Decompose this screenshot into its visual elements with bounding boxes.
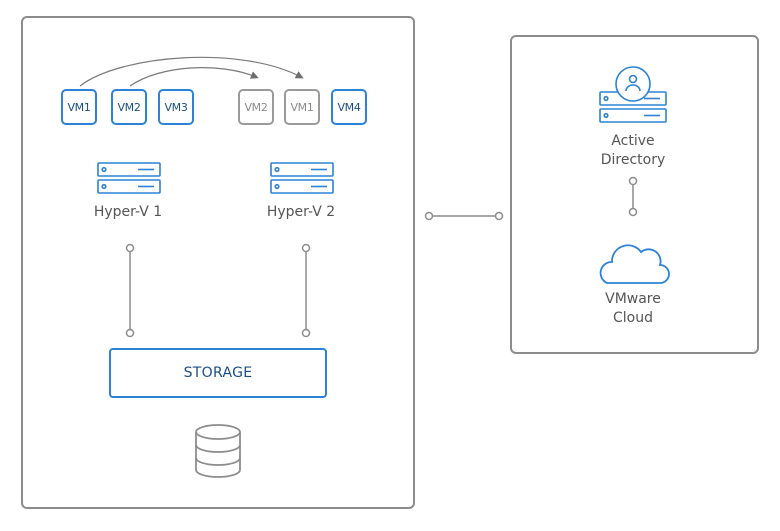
storage-box[interactable]: STORAGE [109, 348, 327, 398]
vm-box-host2-migrated-vm2[interactable]: VM2 [238, 89, 274, 125]
server-icon [270, 162, 334, 194]
vmware-cloud-label-line2: Cloud [613, 310, 653, 326]
vmware-cloud-label: VMware Cloud [583, 290, 683, 328]
hyperv1-label: Hyper-V 1 [93, 204, 163, 220]
connector-host2-storage [301, 243, 311, 338]
connector-cluster-cloud [424, 211, 504, 221]
vm-box-host1-vm3[interactable]: VM3 [158, 89, 194, 125]
server-icon [97, 162, 161, 194]
migration-arrow-icon [129, 67, 259, 87]
user-icon [615, 66, 651, 102]
vm-box-host1-vm1[interactable]: VM1 [61, 89, 97, 125]
hyperv2-label: Hyper-V 2 [266, 204, 336, 220]
migration-arrow-icon [79, 56, 304, 87]
vmware-cloud-label-line1: VMware [605, 291, 661, 307]
vm-box-host2-vm4[interactable]: VM4 [331, 89, 367, 125]
connector-ad-vmware [628, 176, 638, 217]
connector-host1-storage [125, 243, 135, 338]
storage-label: STORAGE [183, 365, 253, 381]
cloud-icon [599, 244, 670, 284]
active-directory-label-line2: Directory [600, 152, 666, 168]
database-icon [195, 424, 241, 478]
active-directory-label-line1: Active [611, 133, 655, 149]
vm-box-host1-vm2[interactable]: VM2 [111, 89, 147, 125]
vm-box-host2-migrated-vm1[interactable]: VM1 [284, 89, 320, 125]
active-directory-label: Active Directory [583, 132, 683, 170]
